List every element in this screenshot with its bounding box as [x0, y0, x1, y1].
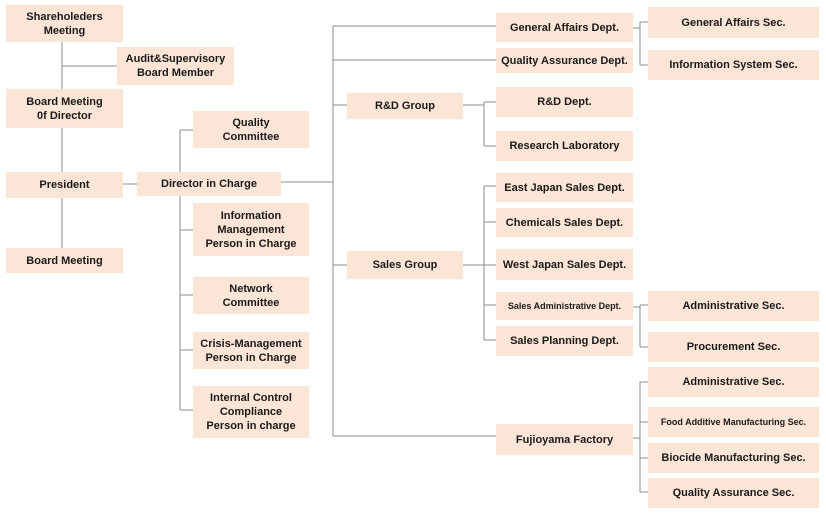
- node-procurement-sec: Procurement Sec.: [648, 332, 819, 362]
- node-sales-administrative-dept: Sales Administrative Dept.: [496, 292, 633, 320]
- node-network-committee: Network Committee: [193, 277, 309, 314]
- node-director-in-charge: Director in Charge: [137, 172, 281, 196]
- node-east-japan-sales-dept: East Japan Sales Dept.: [496, 173, 633, 202]
- node-president: President: [6, 172, 123, 198]
- node-research-laboratory: Research Laboratory: [496, 131, 633, 161]
- node-quality-assurance-dept: Quality Assurance Dept.: [496, 48, 633, 73]
- node-information-management: Information Management Person in Charge: [193, 203, 309, 256]
- node-chemicals-sales-dept: Chemicals Sales Dept.: [496, 208, 633, 237]
- node-administrative-sec-factory: Administrative Sec.: [648, 367, 819, 397]
- node-crisis-management: Crisis-Management Person in Charge: [193, 332, 309, 369]
- node-general-affairs-sec: General Affairs Sec.: [648, 7, 819, 38]
- node-information-system-sec: Information System Sec.: [648, 50, 819, 80]
- node-sales-group: Sales Group: [347, 251, 463, 279]
- node-board-meeting-of-director: Board Meeting 0f Director: [6, 89, 123, 128]
- node-food-additive-manufacturing-sec: Food Additive Manufacturing Sec.: [648, 407, 819, 437]
- node-rd-dept: R&D Dept.: [496, 87, 633, 117]
- node-shareholders-meeting: Shareholeders Meeting: [6, 5, 123, 42]
- node-internal-control: Internal Control Compliance Person in ch…: [193, 386, 309, 438]
- node-general-affairs-dept: General Affairs Dept.: [496, 13, 633, 42]
- node-board-meeting: Board Meeting: [6, 248, 123, 273]
- node-biocide-manufacturing-sec: Biocide Manufacturing Sec.: [648, 443, 819, 473]
- node-administrative-sec-sales: Administrative Sec.: [648, 291, 819, 321]
- node-fujioyama-factory: Fujioyama Factory: [496, 424, 633, 455]
- node-rd-group: R&D Group: [347, 93, 463, 119]
- node-quality-committee: Quality Committee: [193, 111, 309, 148]
- node-quality-assurance-sec: Quality Assurance Sec.: [648, 478, 819, 508]
- node-sales-planning-dept: Sales Planning Dept.: [496, 326, 633, 356]
- node-audit-supervisory-board-member: Audit&Supervisory Board Member: [117, 47, 234, 85]
- node-west-japan-sales-dept: West Japan Sales Dept.: [496, 249, 633, 280]
